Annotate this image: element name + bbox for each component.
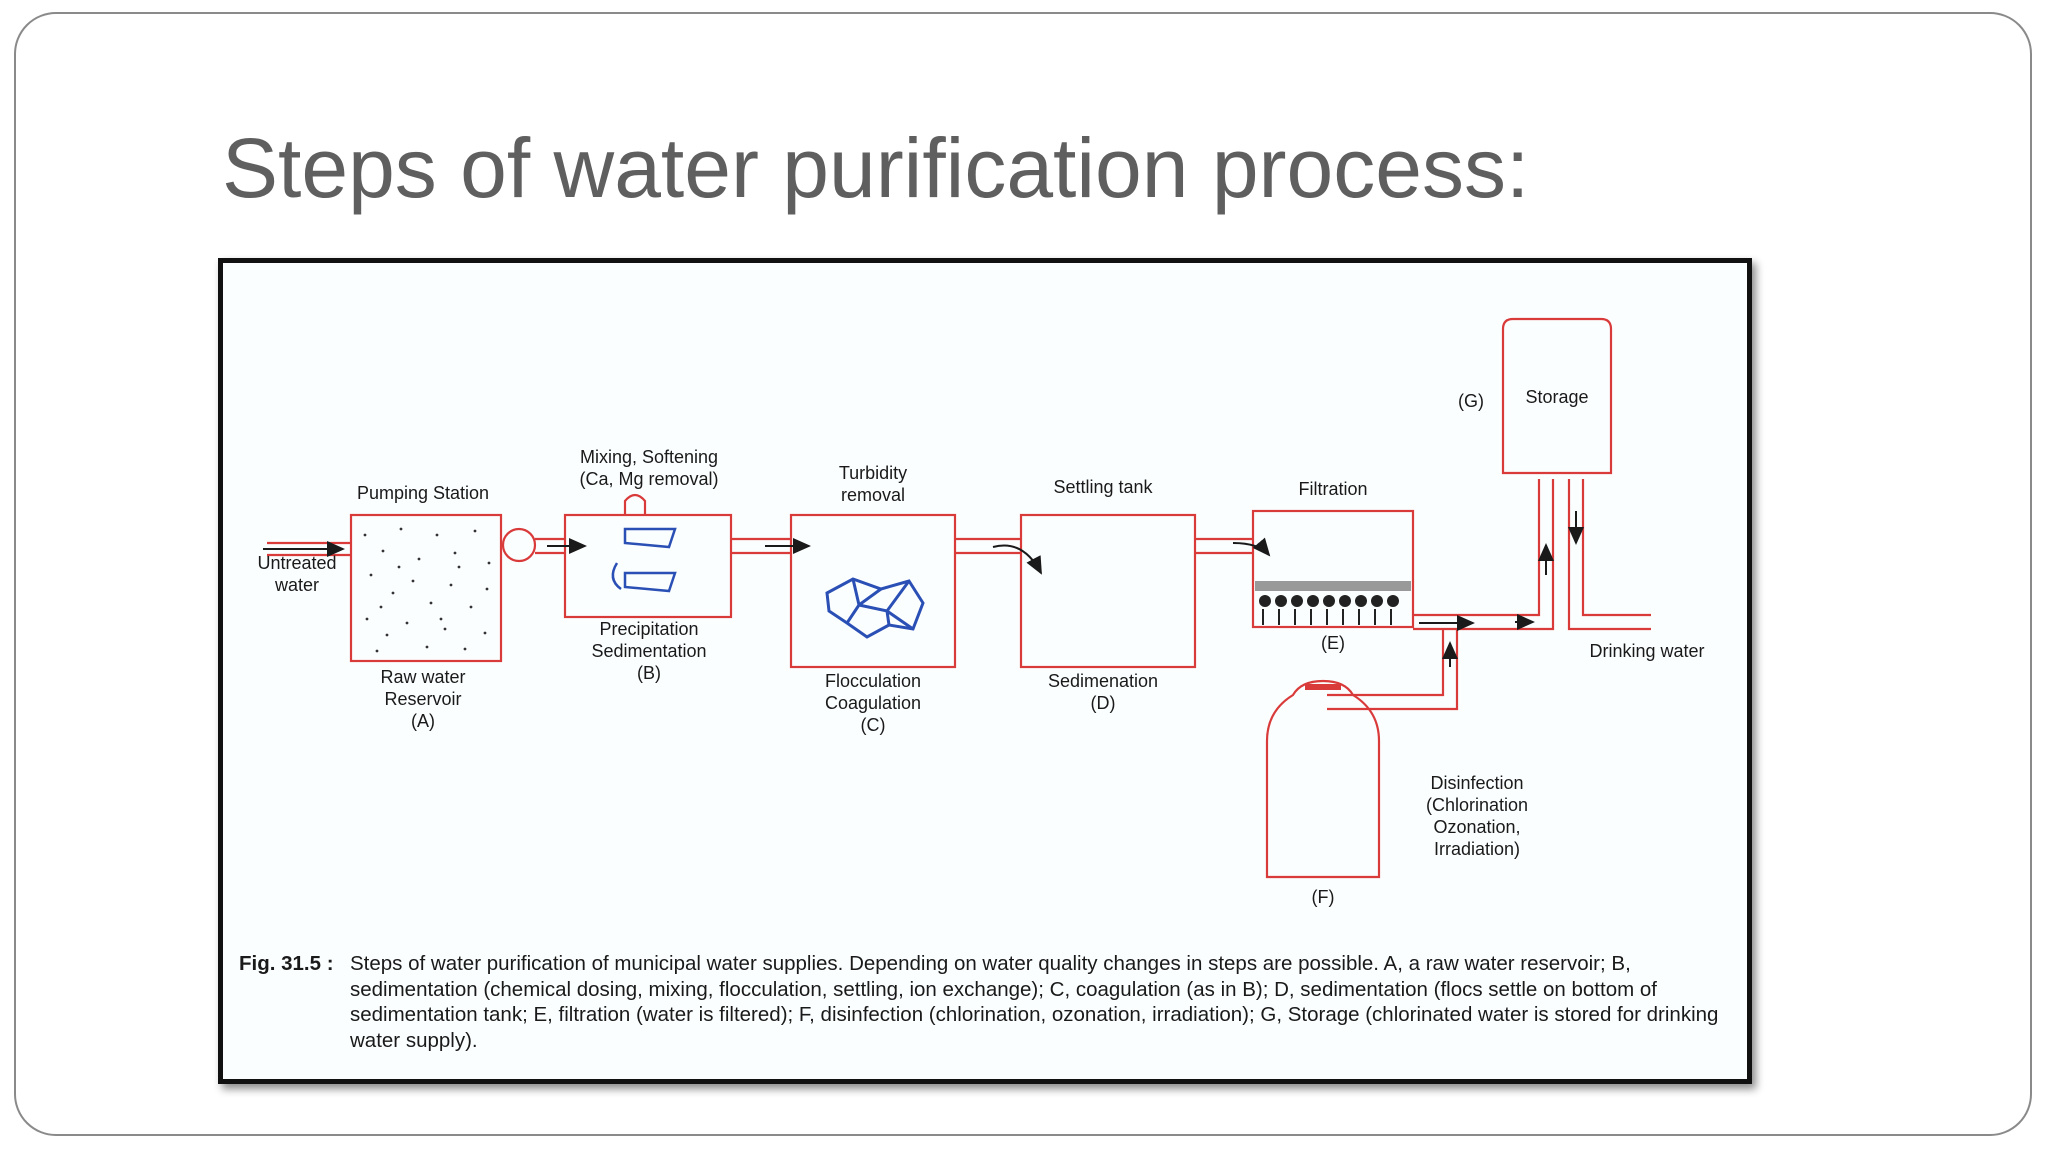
label-pumping-station: Pumping Station <box>357 483 489 503</box>
label-flocculation: Flocculation <box>825 671 921 691</box>
label-sedimenation: Sedimenation <box>1048 671 1158 691</box>
caption-text: Steps of water purification of municipal… <box>350 952 1719 1052</box>
mixing-paddle-icons <box>611 527 677 593</box>
label-e: (E) <box>1321 633 1345 653</box>
pipe-b-c <box>731 537 791 555</box>
label-drinking-water: Drinking water <box>1589 641 1704 661</box>
label-b: (B) <box>637 663 661 683</box>
tank-c <box>789 513 957 669</box>
label-a: (A) <box>411 711 435 731</box>
label-mixing-2: (Ca, Mg removal) <box>579 469 718 489</box>
label-untreated-1: Untreated <box>257 553 336 573</box>
pipe-drinking-water <box>1567 479 1651 631</box>
pipe-c-d <box>955 537 1021 555</box>
floc-network-icon <box>825 577 925 639</box>
caption-lead: Fig. 31.5 : <box>239 952 334 975</box>
slide-title: Steps of water purification process: <box>222 121 1530 215</box>
label-settling-tank: Settling tank <box>1053 477 1153 497</box>
label-d: (D) <box>1091 693 1116 713</box>
label-coagulation: Coagulation <box>825 693 921 713</box>
label-disinfection: Disinfection <box>1430 773 1523 793</box>
label-irradiation: Irradiation) <box>1434 839 1520 859</box>
label-sedimentation-b: Sedimentation <box>591 641 706 661</box>
pipe-a-b <box>535 537 565 555</box>
figure-box: Untreated water Pumping Station Raw wate… <box>218 258 1752 1084</box>
pipe-d-e <box>1195 537 1253 555</box>
tank-b-inlet <box>623 493 647 515</box>
label-turbidity-2: removal <box>841 485 905 505</box>
label-mixing-1: Mixing, Softening <box>580 447 718 467</box>
reservoir-a-tank <box>349 513 503 663</box>
storage-tank-g <box>1501 317 1613 475</box>
label-reservoir: Reservoir <box>384 689 461 709</box>
label-c: (C) <box>861 715 886 735</box>
pipe-disinfection <box>1327 629 1459 711</box>
label-raw-water: Raw water <box>380 667 465 687</box>
reservoir-particles <box>363 527 491 653</box>
label-storage: Storage <box>1525 387 1588 407</box>
label-g: (G) <box>1458 391 1484 411</box>
filter-media <box>1255 581 1411 625</box>
label-ozonation: Ozonation, <box>1433 817 1520 837</box>
tank-e <box>1251 509 1415 629</box>
figure-caption: Fig. 31.5 : Steps of water purification … <box>239 951 1733 1053</box>
disinfection-bottle-f <box>1265 679 1381 879</box>
label-chlorination: (Chlorination <box>1426 795 1528 815</box>
label-filtration: Filtration <box>1298 479 1367 499</box>
purification-diagram: Untreated water Pumping Station Raw wate… <box>257 317 1705 907</box>
label-untreated-2: water <box>274 575 319 595</box>
label-f: (F) <box>1312 887 1335 907</box>
pump-icon <box>501 527 537 563</box>
label-turbidity-1: Turbidity <box>839 463 907 483</box>
label-precipitation: Precipitation <box>599 619 698 639</box>
pipe-e-storage <box>1413 479 1555 631</box>
tank-d <box>1019 513 1197 669</box>
tank-b <box>563 513 733 619</box>
flow-arrows <box>263 511 1584 667</box>
